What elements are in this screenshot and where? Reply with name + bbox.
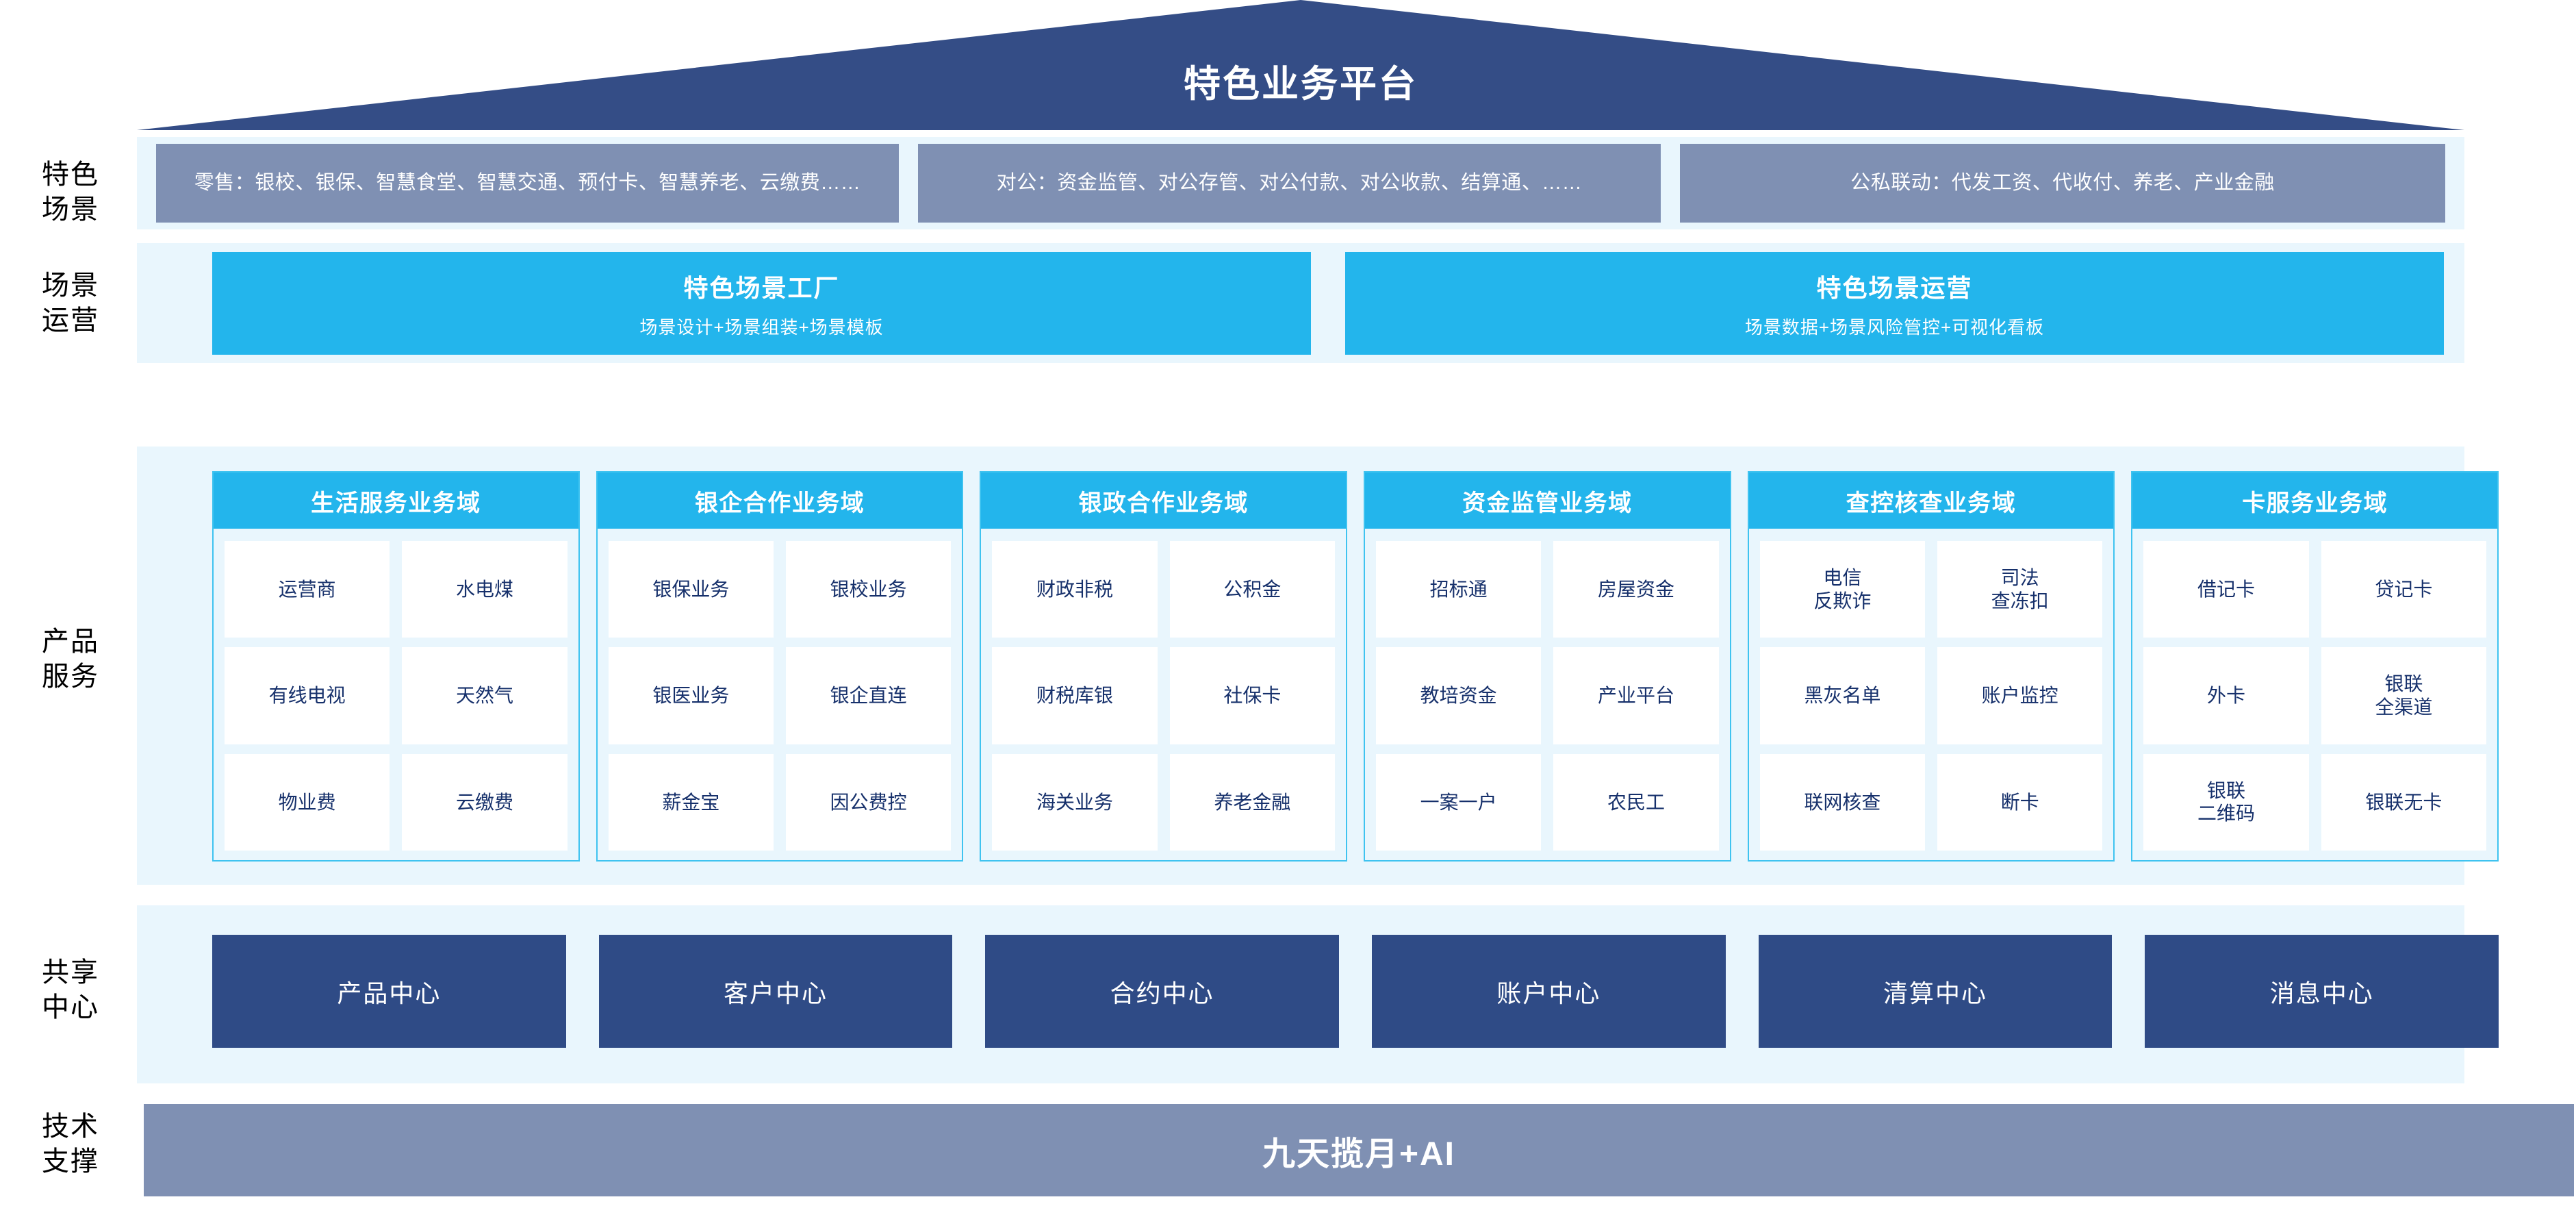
ops-title-scene-factory: 特色场景工厂 xyxy=(683,273,840,302)
product-item[interactable]: 银联 全渠道 xyxy=(2321,647,2487,744)
product-item-grid: 财政非税 公积金 财税库银 社保卡 海关业务 养老金融 xyxy=(981,529,1346,860)
ops-box-scene-factory[interactable]: 特色场景工厂 场景设计+场景组装+场景模板 xyxy=(212,252,1311,355)
product-item[interactable]: 农民工 xyxy=(1553,753,1719,851)
product-domain-life-service: 生活服务业务域 运营商 水电煤 有线电视 天然气 物业费 云缴费 xyxy=(212,471,580,862)
product-item[interactable]: 社保卡 xyxy=(1169,647,1336,744)
platform-roof: 特色业务平台 xyxy=(137,0,2464,130)
operation-row: 特色场景工厂 场景设计+场景组装+场景模板 特色场景运营 场景数据+场景风险管控… xyxy=(212,252,2444,355)
product-item[interactable]: 一案一户 xyxy=(1376,753,1542,851)
product-item[interactable]: 银联无卡 xyxy=(2321,753,2487,851)
product-item-grid: 电信 反欺诈 司法 查冻扣 黑灰名单 账户监控 联网核查 断卡 xyxy=(1749,529,2114,860)
product-item[interactable]: 有线电视 xyxy=(225,647,390,744)
scene-row: 零售：银校、银保、智慧食堂、智慧交通、预付卡、智慧养老、云缴费…… 对公：资金监… xyxy=(156,144,2445,223)
tech-support-bar[interactable]: 九天揽月+AI xyxy=(144,1104,2574,1196)
product-item[interactable]: 贷记卡 xyxy=(2321,541,2487,638)
product-item[interactable]: 司法 查冻扣 xyxy=(1937,541,2103,638)
ops-subtitle-scene-operation: 场景数据+场景风险管控+可视化看板 xyxy=(1744,316,2045,338)
product-item[interactable]: 因公费控 xyxy=(786,753,952,851)
product-item-grid: 银保业务 银校业务 银医业务 银企直连 薪金宝 因公费控 xyxy=(598,529,962,860)
product-item[interactable]: 招标通 xyxy=(1376,541,1542,638)
product-item[interactable]: 海关业务 xyxy=(992,753,1158,851)
row-label-operation: 场景 运营 xyxy=(42,271,99,336)
product-item-grid: 运营商 水电煤 有线电视 天然气 物业费 云缴费 xyxy=(214,529,578,860)
product-item[interactable]: 银校业务 xyxy=(786,541,952,638)
product-domain-bank-government: 银政合作业务域 财政非税 公积金 财税库银 社保卡 海关业务 养老金融 xyxy=(980,471,1348,862)
product-item[interactable]: 云缴费 xyxy=(402,753,568,851)
scene-box-corporate[interactable]: 对公：资金监管、对公存管、对公付款、对公收款、结算通、…… xyxy=(918,144,1661,223)
product-item[interactable]: 房屋资金 xyxy=(1553,541,1719,638)
product-item[interactable]: 产业平台 xyxy=(1553,647,1719,744)
shared-center-clearing[interactable]: 清算中心 xyxy=(1758,935,2113,1048)
product-domain-bank-enterprise: 银企合作业务域 银保业务 银校业务 银医业务 银企直连 薪金宝 因公费控 xyxy=(596,471,964,862)
row-label-tech: 技术 支撑 xyxy=(42,1111,99,1177)
product-item[interactable]: 物业费 xyxy=(225,753,390,851)
scene-box-linkage[interactable]: 公私联动：代发工资、代收付、养老、产业金融 xyxy=(1680,144,2445,223)
product-domain-investigation-control: 查控核查业务域 电信 反欺诈 司法 查冻扣 黑灰名单 账户监控 联网核查 断卡 xyxy=(1747,471,2115,862)
product-item[interactable]: 账户监控 xyxy=(1937,647,2103,744)
shared-center-row: 产品中心 客户中心 合约中心 账户中心 清算中心 消息中心 xyxy=(212,935,2499,1048)
product-item[interactable]: 联网核查 xyxy=(1759,753,1926,851)
product-item[interactable]: 黑灰名单 xyxy=(1759,647,1926,744)
product-item[interactable]: 银医业务 xyxy=(608,647,774,744)
product-item[interactable]: 水电煤 xyxy=(402,541,568,638)
product-item-grid: 招标通 房屋资金 教培资金 产业平台 一案一户 农民工 xyxy=(1365,529,1730,860)
product-item[interactable]: 教培资金 xyxy=(1376,647,1542,744)
shared-center-customer[interactable]: 客户中心 xyxy=(598,935,953,1048)
product-item[interactable]: 电信 反欺诈 xyxy=(1759,541,1926,638)
product-domain-card-service: 卡服务业务域 借记卡 贷记卡 外卡 银联 全渠道 银联 二维码 银联无卡 xyxy=(2131,471,2499,862)
product-item-grid: 借记卡 贷记卡 外卡 银联 全渠道 银联 二维码 银联无卡 xyxy=(2132,529,2497,860)
row-label-shared: 共享 中心 xyxy=(42,957,99,1023)
shared-center-account[interactable]: 账户中心 xyxy=(1372,935,1726,1048)
product-item[interactable]: 借记卡 xyxy=(2143,541,2309,638)
row-label-scene: 特色 场景 xyxy=(42,160,99,225)
product-domain-title: 生活服务业务域 xyxy=(214,473,578,529)
product-item[interactable]: 财政非税 xyxy=(992,541,1158,638)
product-item[interactable]: 银联 二维码 xyxy=(2143,753,2309,851)
page-title: 特色业务平台 xyxy=(1184,64,1418,105)
product-domain-fund-supervision: 资金监管业务域 招标通 房屋资金 教培资金 产业平台 一案一户 农民工 xyxy=(1364,471,1731,862)
product-domain-title: 卡服务业务域 xyxy=(2132,473,2498,529)
product-item[interactable]: 天然气 xyxy=(402,647,568,744)
product-item[interactable]: 外卡 xyxy=(2143,647,2309,744)
product-item[interactable]: 薪金宝 xyxy=(608,753,774,851)
product-domain-title: 资金监管业务域 xyxy=(1365,473,1730,529)
product-item[interactable]: 养老金融 xyxy=(1169,753,1336,851)
product-domain-title: 银企合作业务域 xyxy=(597,473,962,529)
product-row: 生活服务业务域 运营商 水电煤 有线电视 天然气 物业费 云缴费 银企合作业务域… xyxy=(212,471,2499,862)
row-label-product: 产品 服务 xyxy=(42,627,99,692)
product-item[interactable]: 公积金 xyxy=(1169,541,1336,638)
product-domain-title: 查控核查业务域 xyxy=(1748,473,2114,529)
product-item[interactable]: 银企直连 xyxy=(786,647,952,744)
product-item[interactable]: 运营商 xyxy=(225,541,390,638)
scene-box-retail[interactable]: 零售：银校、银保、智慧食堂、智慧交通、预付卡、智慧养老、云缴费…… xyxy=(156,144,899,223)
product-item[interactable]: 银保业务 xyxy=(608,541,774,638)
ops-subtitle-scene-factory: 场景设计+场景组装+场景模板 xyxy=(639,316,884,338)
ops-box-scene-operation[interactable]: 特色场景运营 场景数据+场景风险管控+可视化看板 xyxy=(1345,252,2444,355)
product-domain-title: 银政合作业务域 xyxy=(981,473,1347,529)
product-item[interactable]: 财税库银 xyxy=(992,647,1158,744)
product-item[interactable]: 断卡 xyxy=(1937,753,2103,851)
shared-center-message[interactable]: 消息中心 xyxy=(2145,935,2499,1048)
ops-title-scene-operation: 特色场景运营 xyxy=(1816,273,1973,302)
shared-center-product[interactable]: 产品中心 xyxy=(212,935,566,1048)
shared-center-contract[interactable]: 合约中心 xyxy=(985,935,1340,1048)
